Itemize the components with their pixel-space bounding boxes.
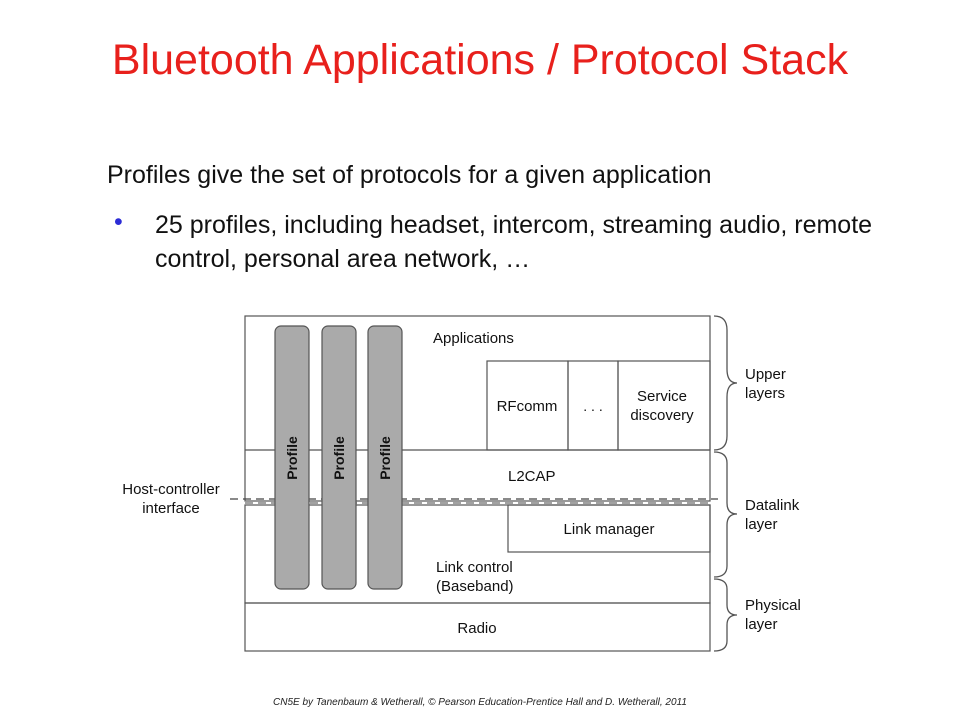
- datalink-layer-brace: [713, 451, 738, 578]
- rfcomm-label: RFcomm: [497, 398, 558, 415]
- intro-text: Profiles give the set of protocols for a…: [107, 161, 712, 189]
- bullet-mark: •: [114, 208, 123, 236]
- upper-layers-label-2: layers: [745, 385, 785, 402]
- l2cap-label: L2CAP: [508, 468, 556, 485]
- physical-layer-label-1: Physical: [745, 597, 801, 614]
- link-control-label-1: Link control: [436, 559, 513, 576]
- bullet-text: 25 profiles, including headset, intercom…: [155, 211, 873, 273]
- upper-layers-brace: [713, 315, 738, 451]
- slide-title: Bluetooth Applications / Protocol Stack: [111, 36, 849, 84]
- service-label-1: Service: [637, 388, 687, 405]
- profile-bar-2: [321, 325, 357, 590]
- host-controller-label-1: Host-controller: [122, 481, 220, 498]
- service-discovery-box: [617, 360, 711, 451]
- host-controller-label-2: interface: [142, 500, 200, 517]
- link-manager-box: [507, 504, 711, 553]
- applications-label: Applications: [433, 330, 514, 347]
- physical-layer-brace: [713, 578, 738, 652]
- radio-box: [244, 602, 711, 652]
- radio-label: Radio: [457, 620, 496, 637]
- upper-layers-label-1: Upper: [745, 366, 786, 383]
- datalink-layer-label-2: layer: [745, 516, 778, 533]
- profile-label-2: Profile: [331, 436, 347, 480]
- profile-label-3: Profile: [377, 436, 393, 480]
- profile-bar-1: [274, 325, 310, 590]
- service-label-2: discovery: [630, 407, 694, 424]
- link-manager-label: Link manager: [564, 521, 655, 538]
- profile-bar-3: [367, 325, 403, 590]
- ellipsis-label: . . .: [583, 398, 602, 414]
- footer-credit: CN5E by Tanenbaum & Wetherall, © Pearson…: [273, 697, 687, 708]
- physical-layer-label-2: layer: [745, 616, 778, 633]
- profile-label-1: Profile: [284, 436, 300, 480]
- link-control-label-2: (Baseband): [436, 578, 514, 595]
- datalink-layer-label-1: Datalink: [745, 497, 800, 514]
